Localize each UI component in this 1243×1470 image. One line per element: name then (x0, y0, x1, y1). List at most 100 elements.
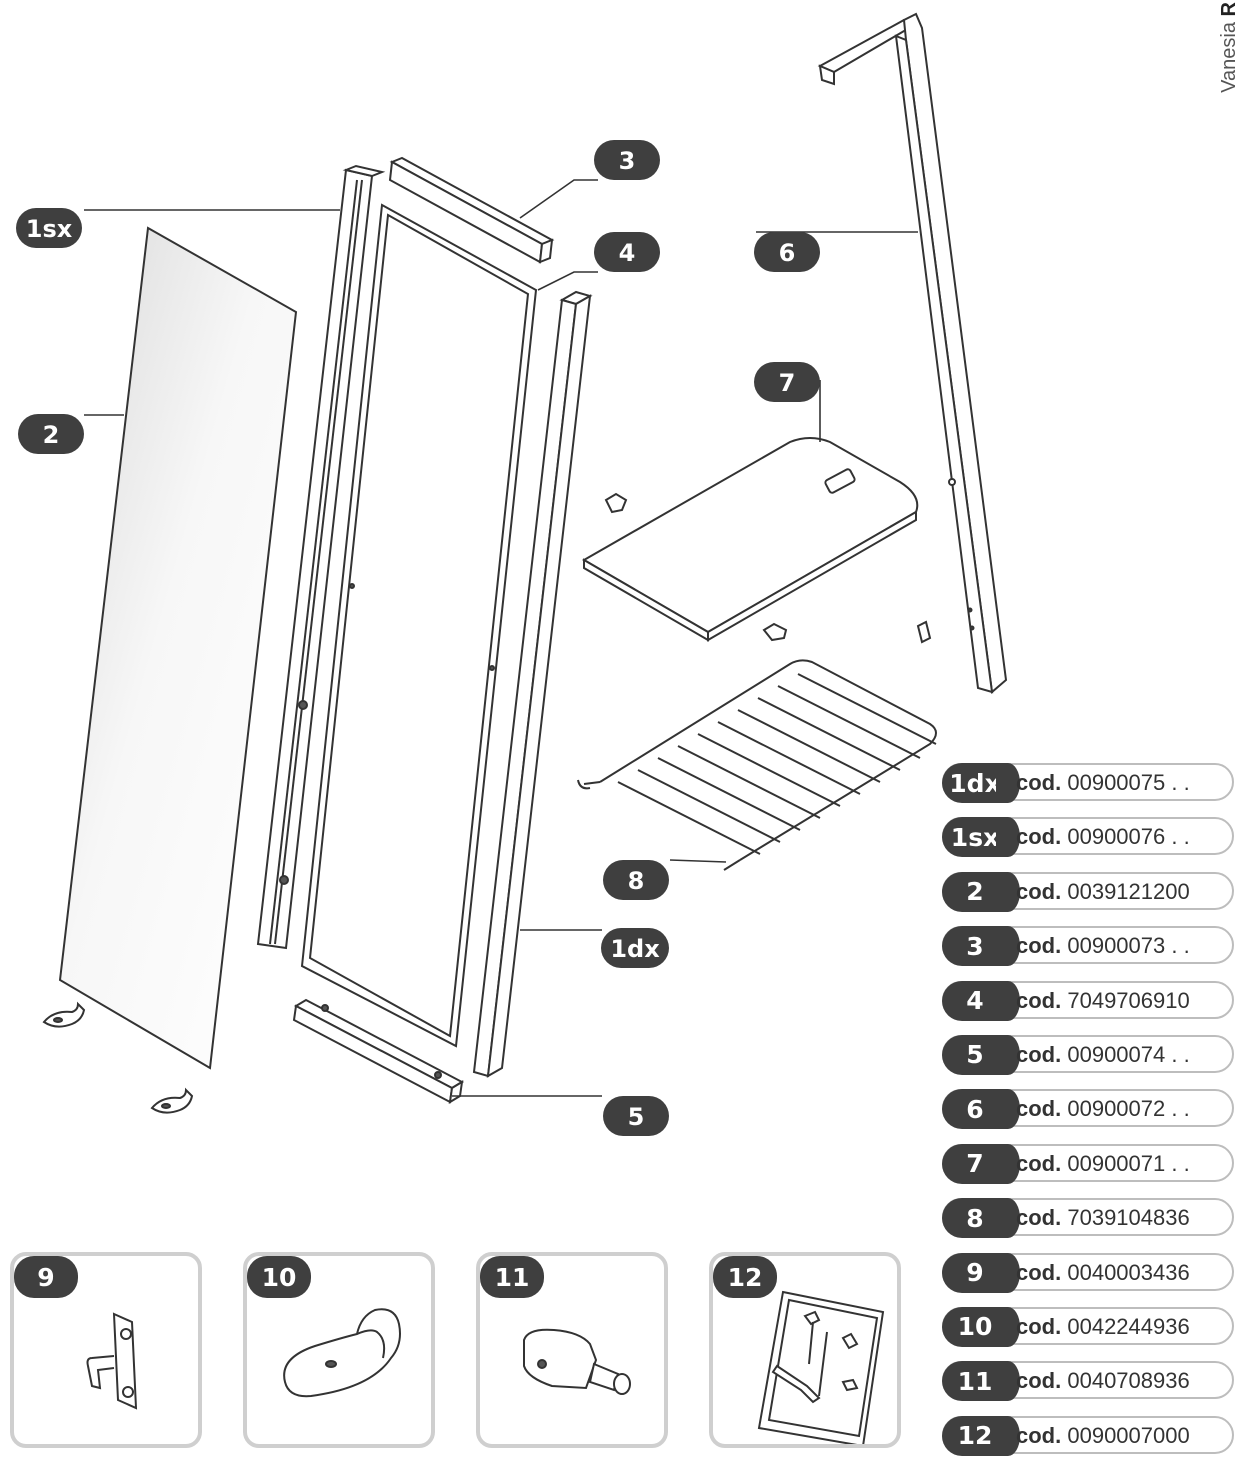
part-id-badge: 7 (942, 1143, 1020, 1184)
part-number: 00900076 . . (1067, 824, 1190, 850)
cod-label: cod. (1016, 1259, 1062, 1285)
top-bar-part (388, 156, 555, 264)
cod-label: cod. (1016, 878, 1062, 904)
part-id-badge: 10 (942, 1306, 1020, 1347)
callout-6-label: 6 (779, 239, 796, 267)
part-number: 7039104836 (1067, 1205, 1190, 1231)
part-number: 0042244936 (1067, 1313, 1190, 1339)
shelf-support-part (604, 492, 932, 644)
detail-panel-11: 11 (476, 1252, 668, 1448)
callout-8-label: 8 (628, 867, 645, 895)
cod-label: cod. (1016, 1368, 1062, 1394)
mirror-frame-part (300, 203, 538, 1048)
panel-tag: 9 (14, 1256, 78, 1298)
part-code: cod. 00900075 . . (1016, 770, 1190, 796)
detail-panel-10: 10 (243, 1252, 435, 1448)
connector-icon (523, 1328, 631, 1395)
part-code: cod. 7049706910 (1016, 988, 1190, 1014)
part-number: 7049706910 (1067, 987, 1190, 1013)
cod-label: cod. (1016, 1422, 1062, 1448)
part-id-badge: 2 (942, 871, 1020, 912)
part-code: cod. 0040003436 (1016, 1260, 1190, 1286)
cod-label: cod. (1016, 770, 1062, 795)
leader-lines (84, 179, 918, 1097)
part-code: cod. 7039104836 (1016, 1205, 1190, 1231)
callout-7: 7 (754, 362, 820, 402)
hook-icon (86, 1312, 138, 1410)
towel-rack-part (577, 659, 937, 871)
cod-label: cod. (1016, 1313, 1062, 1339)
foot-icon (283, 1308, 401, 1398)
part-number: 00900071 . . (1067, 1150, 1190, 1176)
part-number: 00900073 . . (1067, 933, 1190, 959)
part-id-badge: 3 (942, 926, 1020, 967)
part-code: cod. 00900071 . . (1016, 1151, 1190, 1177)
panel-tag: 10 (247, 1256, 311, 1298)
cod-label: cod. (1016, 1205, 1062, 1231)
part-id-badge: 6 (942, 1089, 1020, 1130)
callout-2: 2 (18, 414, 84, 454)
cod-label: cod. (1016, 987, 1062, 1013)
part-number: 0039121200 (1067, 878, 1190, 904)
callout-4-label: 4 (619, 239, 636, 267)
bottom-bar-part (292, 998, 465, 1104)
part-code: cod. 0042244936 (1016, 1314, 1190, 1340)
part-number: 00900074 . . (1067, 1041, 1190, 1067)
detail-panel-9: 9 (10, 1252, 202, 1448)
floor-foot-part (42, 1001, 194, 1114)
part-code: cod. 00900076 . . (1016, 824, 1190, 850)
part-number: 00900072 . . (1067, 1096, 1190, 1122)
callout-1dx: 1dx (601, 928, 669, 968)
part-id-badge: 12 (942, 1415, 1020, 1456)
callout-1sx: 1sx (16, 208, 82, 248)
callout-3-label: 3 (619, 147, 636, 175)
part-number: 00900075 . . (1067, 770, 1190, 795)
cod-label: cod. (1016, 824, 1062, 850)
part-code: cod. 0040708936 (1016, 1368, 1190, 1394)
frame-profile-left-part (256, 164, 386, 950)
callout-5-label: 5 (628, 1103, 645, 1131)
callout-5: 5 (603, 1096, 669, 1136)
callout-6: 6 (754, 232, 820, 272)
part-code: cod. 00900074 . . (1016, 1042, 1190, 1068)
panel-tag: 12 (713, 1256, 777, 1298)
callout-1sx-label: 1sx (26, 215, 73, 243)
callout-7-label: 7 (779, 369, 796, 397)
part-number: 0040708936 (1067, 1368, 1190, 1394)
part-code: cod. 00900072 . . (1016, 1096, 1190, 1122)
shelf-part (581, 437, 919, 642)
cod-label: cod. (1016, 1041, 1062, 1067)
frame-profile-right-part (472, 290, 593, 1078)
part-code: cod. 0090007000 (1016, 1423, 1190, 1449)
part-code: cod. 0039121200 (1016, 879, 1190, 905)
cod-label: cod. (1016, 933, 1062, 959)
part-id-badge: 9 (942, 1252, 1020, 1293)
mirror-glass-part (58, 226, 298, 1070)
hardware-bag-icon (757, 1290, 885, 1444)
detail-panel-12: 12 (709, 1252, 901, 1448)
part-id-badge: 4 (942, 980, 1020, 1021)
panel-tag: 11 (480, 1256, 544, 1298)
part-id-badge: 1dx (942, 763, 1020, 803)
part-id-badge: 11 (942, 1361, 1020, 1402)
part-id-badge: 8 (942, 1198, 1020, 1239)
callout-3: 3 (594, 140, 660, 180)
callout-8: 8 (603, 860, 669, 900)
callout-4: 4 (594, 232, 660, 272)
part-id-badge: 1sx (942, 817, 1020, 858)
